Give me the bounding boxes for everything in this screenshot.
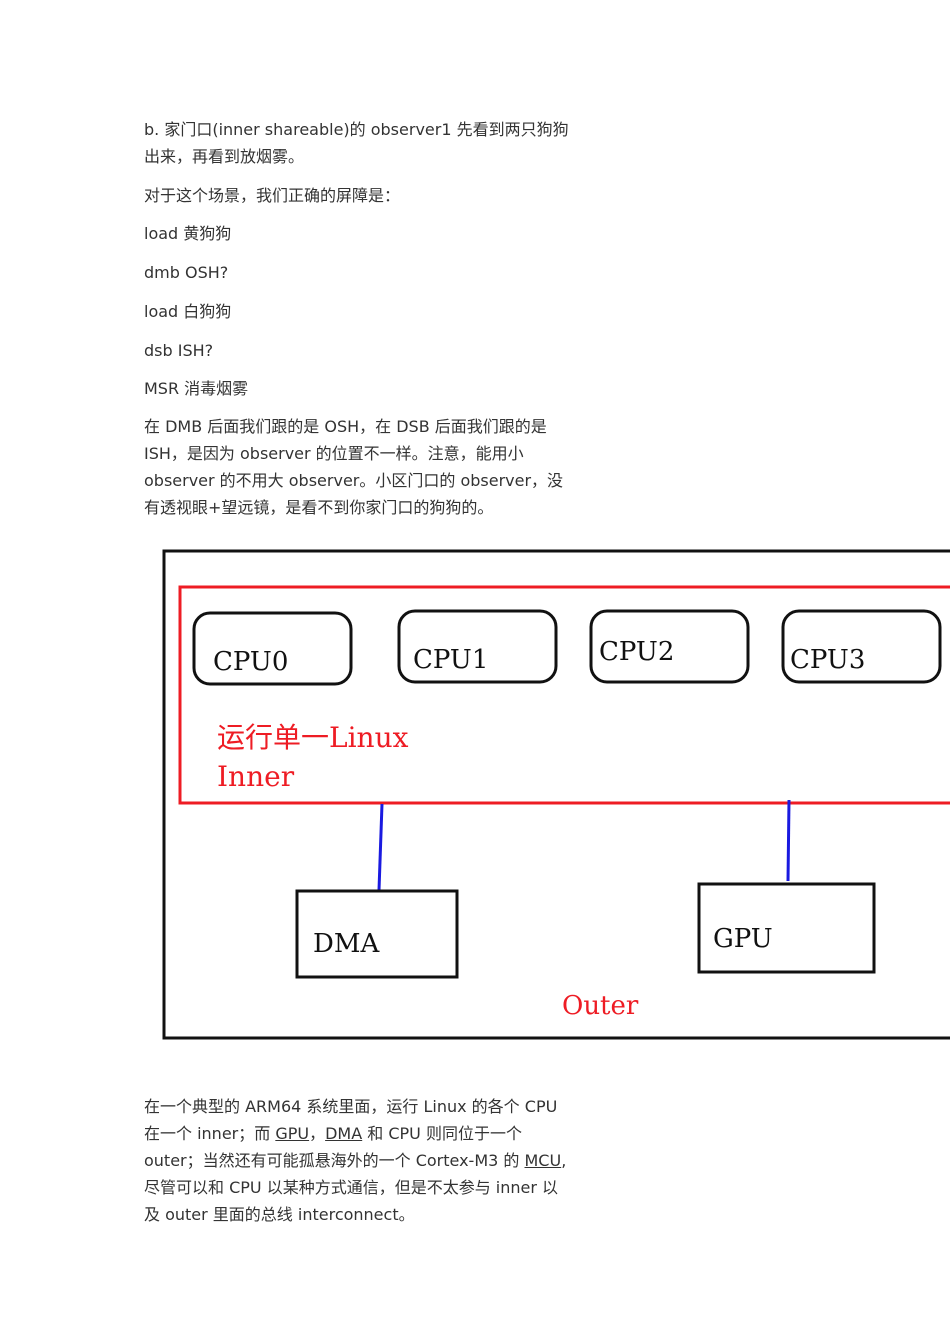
- cpu0-label: CPU0: [213, 647, 288, 677]
- dma-label: DMA: [313, 929, 380, 959]
- text-segment: ，: [309, 1124, 326, 1143]
- code-line: MSR 消毒烟雾: [144, 379, 249, 398]
- cpu2-box: [589, 609, 750, 684]
- inner-domain-box: [178, 585, 950, 805]
- gpu-connector: [786, 799, 791, 882]
- code-line: dmb OSH?: [144, 263, 229, 282]
- cpu0-box: [192, 611, 353, 686]
- code-line: load 黄狗狗: [144, 224, 232, 243]
- paragraph-barrier-intro: 对于这个场景，我们正确的屏障是：: [144, 186, 401, 205]
- cpu3-box: [781, 609, 942, 684]
- code-line: load 白狗狗: [144, 302, 232, 321]
- cpu3-label: CPU3: [790, 645, 865, 675]
- gpu-box: [697, 882, 876, 974]
- inner-label-linux: 运行单一Linux: [217, 721, 409, 754]
- code-line: dsb ISH?: [144, 341, 214, 360]
- dma-connector: [377, 803, 384, 891]
- text-segment: ,尽管可以和 CPU 以某种方式通信，但是不太参与 inner 以及 outer…: [144, 1151, 567, 1224]
- outer-label: Outer: [562, 991, 639, 1021]
- paragraph-arm64-system: 在一个典型的 ARM64 系统里面，运行 Linux 的各个 CPU 在一个 i…: [144, 1093, 574, 1228]
- text-segment: 在一个典型的 ARM64 系统里面，运行 Linux 的各个 CPU 在一个 i…: [144, 1097, 558, 1143]
- cache-domain-diagram: CPU0 CPU1 CPU2 CPU3 运行单一Linux Inner DMA …: [0, 540, 950, 1050]
- cpu1-box: [397, 609, 558, 684]
- cpu2-label: CPU2: [599, 637, 674, 667]
- outer-domain-box: [162, 549, 950, 1040]
- gpu-label: GPU: [713, 924, 773, 954]
- paragraph-observer-scenario: b. 家门口(inner shareable)的 observer1 先看到两只…: [144, 120, 569, 166]
- cpu1-label: CPU1: [413, 645, 488, 675]
- mcu-link[interactable]: MCU: [524, 1151, 562, 1170]
- text-segment: 和 CPU 则同位于一个 outer；当然还有可能孤悬海外的一个 Cortex-…: [144, 1124, 525, 1170]
- paragraph-explanation: 在 DMB 后面我们跟的是 OSH，在 DSB 后面我们跟的是 ISH，是因为 …: [144, 417, 564, 517]
- dma-box: [295, 889, 459, 979]
- gpu-link[interactable]: GPU: [275, 1124, 310, 1143]
- inner-label: Inner: [217, 760, 295, 793]
- dma-link[interactable]: DMA: [325, 1124, 363, 1143]
